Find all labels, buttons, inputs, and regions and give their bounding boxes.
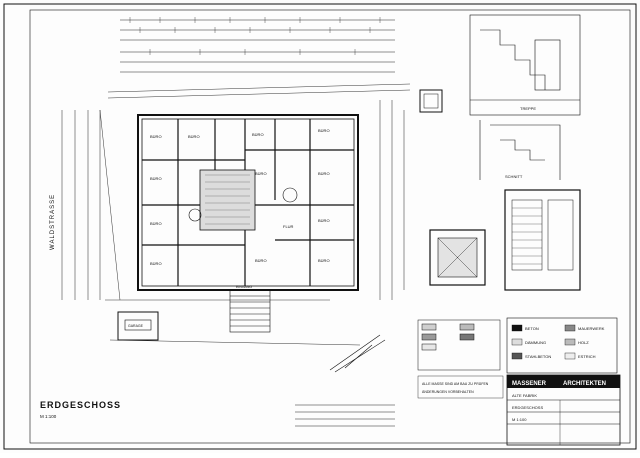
- garage-label: GARAGE: [128, 324, 144, 328]
- sheet-inner-border: [29, 9, 631, 444]
- title-block: [506, 374, 621, 446]
- stair-detail: [469, 14, 581, 116]
- legend-label: STAHLBETON: [525, 354, 551, 359]
- room-label: BÜRO: [255, 171, 267, 176]
- garage-block: [117, 311, 159, 341]
- room-label: BÜRO: [318, 171, 330, 176]
- room-label: BÜRO: [150, 176, 162, 181]
- room-label: BÜRO: [150, 261, 162, 266]
- stair-label: TREPPE: [520, 106, 536, 111]
- room-label: BÜRO: [318, 258, 330, 263]
- room-label: BÜRO: [318, 218, 330, 223]
- title-block-line3: M 1:100: [512, 417, 527, 422]
- legend-swatch: [511, 324, 523, 332]
- legend-label: DÄMMUNG: [525, 340, 546, 345]
- title-block-header-left: MASSENER: [512, 381, 547, 387]
- note-line-1: ALLE MASSE SIND AM BAU ZU PRÜFEN: [422, 382, 489, 386]
- legend-label: MAUERWERK: [578, 326, 605, 331]
- legend-swatch: [511, 352, 523, 360]
- left-dimension-chains: [61, 110, 101, 300]
- legend-swatch: [511, 338, 523, 346]
- right-dimension-chains: [379, 100, 405, 300]
- detail-square-inner: [423, 93, 439, 109]
- legend-label: HOLZ: [578, 340, 589, 345]
- room-label: BÜRO: [318, 128, 330, 133]
- section-detail: [479, 120, 561, 180]
- room-label: BÜRO: [188, 134, 200, 139]
- shaft-detail: [429, 229, 486, 286]
- room-label: BÜRO: [255, 258, 267, 263]
- sheet-border: [3, 3, 637, 450]
- legend-swatch: [564, 324, 576, 332]
- title-block-header-right: ARCHITEKTEN: [563, 381, 606, 387]
- notes-block: [417, 375, 504, 399]
- spec-text: [295, 404, 395, 427]
- room-label: BÜRO: [150, 221, 162, 226]
- note-line-2: ÄNDERUNGEN VORBEHALTEN: [422, 390, 474, 394]
- hatch-symbols: [417, 319, 501, 371]
- section-label: SCHNITT: [505, 174, 523, 179]
- legend-label: BETON: [525, 326, 539, 331]
- legend-swatch: [564, 338, 576, 346]
- site-lines: [99, 83, 411, 346]
- sheet-title: ERDGESCHOSS: [40, 400, 121, 410]
- title-block-line2: ERDGESCHOSS: [512, 405, 543, 410]
- top-dimension-chains: [120, 17, 395, 73]
- legend-box: BETON MAUERWERK DÄMMUNG HOLZ STAHLBETON ESTRI…: [506, 317, 618, 374]
- north-arrow: [329, 334, 386, 373]
- corridor-label: FLUR: [283, 224, 294, 229]
- sheet-scale: M 1:100: [40, 414, 57, 419]
- building-footprint: [137, 114, 359, 291]
- room-labels: BÜRO BÜRO BÜRO BÜRO BÜRO BÜRO BÜRO BÜRO …: [150, 128, 330, 266]
- legend-label: ESTRICH: [578, 354, 596, 359]
- room-label: BÜRO: [150, 134, 162, 139]
- street-label: WALDSTRASSE: [50, 194, 56, 250]
- title-block-line1: ALTE FABRIK: [512, 393, 537, 398]
- room-label: BÜRO: [252, 132, 264, 137]
- entrance-label: EINGANG: [236, 285, 252, 289]
- stair-plan-detail: [504, 189, 581, 291]
- entrance-stair: [229, 289, 271, 333]
- detail-square: [419, 89, 443, 113]
- legend-swatch: [564, 352, 576, 360]
